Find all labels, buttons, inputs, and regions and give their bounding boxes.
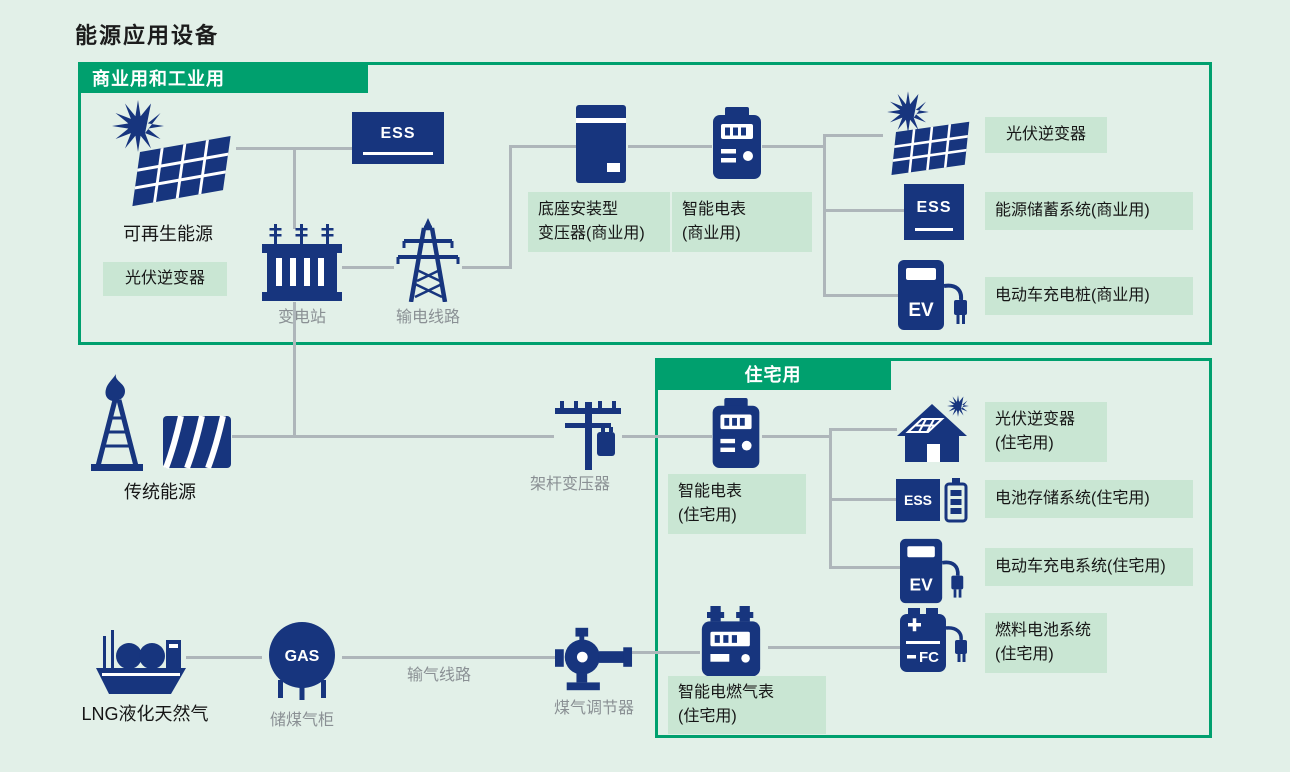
gas-pipeline-label: 输气线路 xyxy=(406,667,471,684)
ev-charger-plug-icon: EV xyxy=(898,260,967,330)
ess-text: ESS xyxy=(380,125,416,142)
pipe-gasmeter-to-fc xyxy=(768,646,902,649)
ev-charging-pile-tag: 电动车充电桩(商业用) xyxy=(985,277,1193,315)
ev-charger-plug-icon: EV xyxy=(900,538,964,604)
wire-traditional-to-pole xyxy=(232,435,554,438)
wire-to-pad-transformer xyxy=(509,145,576,148)
sun-solar-panel-icon xyxy=(887,91,970,176)
sun-solar-panel-icon xyxy=(112,100,231,207)
residential-pv-inverter-line2: (住宅用) xyxy=(995,435,1054,452)
wire-bus-to-house xyxy=(829,428,897,431)
transmission-line-label: 输电线路 xyxy=(395,309,460,326)
ess-battery-icon: ESS xyxy=(896,478,968,523)
residential-section xyxy=(655,358,1212,738)
lng-label: LNG液化天然气 xyxy=(81,704,209,724)
battery-storage-text: 电池存储系统(住宅用) xyxy=(995,490,1150,507)
wire-riser xyxy=(509,145,512,269)
wire-commercial-bus xyxy=(823,134,826,297)
fuel-cell-plug-icon: FC xyxy=(900,608,967,672)
substation-label: 变电站 xyxy=(277,309,326,326)
smart-meter-icon xyxy=(712,398,760,469)
pole-transformer-label: 架杆变压器 xyxy=(529,476,610,493)
pad-transformer-tag-line1: 底座安装型 xyxy=(538,201,619,218)
smart-meter-tag-line1: 智能电表 xyxy=(682,201,747,218)
gas-sphere-tank-icon: GAS xyxy=(269,622,335,700)
ev-charging-pile-text: 电动车充电桩(商业用) xyxy=(995,287,1150,304)
smart-gas-meter-line2: (住宅用) xyxy=(678,708,737,725)
pad-transformer-tag: 底座安装型 变压器(商业用) xyxy=(528,192,670,252)
commercial-pv-inverter-text: 光伏逆变器 xyxy=(1005,126,1086,143)
energy-storage-tag: 能源储蓄系统(商业用) xyxy=(985,192,1193,230)
gas-regulator-label: 煤气调节器 xyxy=(553,700,634,717)
wire-tower-out xyxy=(462,266,512,269)
commercial-pv-inverter-tag: 光伏逆变器 xyxy=(985,117,1107,153)
transmission-tower-icon xyxy=(396,218,460,302)
commercial-industrial-section xyxy=(78,62,1212,345)
ev-text: EV xyxy=(908,300,934,321)
gas-text: GAS xyxy=(285,648,320,665)
pipe-tank-to-regulator xyxy=(342,656,558,659)
residential-smart-meter-line1: 智能电表 xyxy=(678,483,743,500)
fuel-cell-line2: (住宅用) xyxy=(995,646,1054,663)
substation-building-icon xyxy=(262,224,342,301)
wire-transformer-to-meter xyxy=(628,145,712,148)
ev-charging-system-text: 电动车充电系统(住宅用) xyxy=(995,558,1166,575)
pipe-regulator-to-gasmeter xyxy=(630,651,700,654)
ess-storage-box: ESS xyxy=(352,112,444,164)
fc-text: FC xyxy=(919,649,939,666)
oil-derrick-dam-icon xyxy=(91,374,231,471)
wire-junction-to-substation xyxy=(293,147,296,229)
ess-storage-box: ESS xyxy=(904,184,964,240)
page-title: 能源应用设备 xyxy=(75,23,220,48)
pv-inverter-tag-text: 光伏逆变器 xyxy=(124,270,205,287)
wire-meter-to-bus xyxy=(762,145,826,148)
residential-smart-meter-line2: (住宅用) xyxy=(678,507,737,524)
pad-transformer-tag-line2: 变压器(商业用) xyxy=(538,225,645,242)
gas-regulator-icon xyxy=(555,627,633,691)
pole-transformer-icon xyxy=(555,401,621,470)
wire-bus-to-ess xyxy=(823,209,905,212)
wire-substation-down xyxy=(293,302,296,437)
lng-ship-icon xyxy=(96,630,186,694)
smart-gas-meter-icon xyxy=(701,606,761,677)
residential-header: 住宅用 xyxy=(655,358,891,390)
wire-bus-to-ev xyxy=(823,294,901,297)
ev-text: EV xyxy=(909,574,933,594)
smart-meter-tag-line2: (商业用) xyxy=(682,225,741,242)
battery-storage-tag: 电池存储系统(住宅用) xyxy=(985,480,1193,518)
ess-text: ESS xyxy=(916,199,952,216)
smart-meter-tag: 智能电表 (商业用) xyxy=(672,192,812,252)
fuel-cell-line1: 燃料电池系统 xyxy=(995,622,1092,639)
wire-pole-to-meter xyxy=(622,435,712,438)
wire-bus-to-resev xyxy=(829,566,901,569)
wire-bus-to-battery xyxy=(829,498,897,501)
pv-inverter-tag: 光伏逆变器 xyxy=(103,262,227,296)
renewable-energy-label: 可再生能源 xyxy=(123,224,213,244)
smart-gas-meter-line1: 智能电燃气表 xyxy=(678,684,775,701)
residential-pv-inverter-line1: 光伏逆变器 xyxy=(995,411,1076,428)
pipe-ship-to-tank xyxy=(186,656,262,659)
traditional-energy-label: 传统能源 xyxy=(124,482,196,502)
solar-house-icon xyxy=(897,395,969,462)
fuel-cell-tag: 燃料电池系统 (住宅用) xyxy=(985,613,1107,673)
smart-gas-meter-tag: 智能电燃气表 (住宅用) xyxy=(668,676,826,734)
residential-pv-inverter-tag: 光伏逆变器 (住宅用) xyxy=(985,402,1107,462)
residential-smart-meter-tag: 智能电表 (住宅用) xyxy=(668,474,806,534)
pad-mounted-transformer-icon xyxy=(576,105,626,183)
ess-text: ESS xyxy=(904,492,932,508)
commercial-industrial-header: 商业用和工业用 xyxy=(78,62,368,93)
wire-resmeter-to-bus xyxy=(762,435,832,438)
wire-substation-to-tower xyxy=(342,266,394,269)
gas-tank-label: 储煤气柜 xyxy=(269,712,334,729)
energy-storage-text: 能源储蓄系统(商业用) xyxy=(995,202,1150,219)
smart-meter-icon xyxy=(713,107,761,179)
wire-bus-to-pv xyxy=(823,134,883,137)
ev-charging-system-tag: 电动车充电系统(住宅用) xyxy=(985,548,1193,586)
